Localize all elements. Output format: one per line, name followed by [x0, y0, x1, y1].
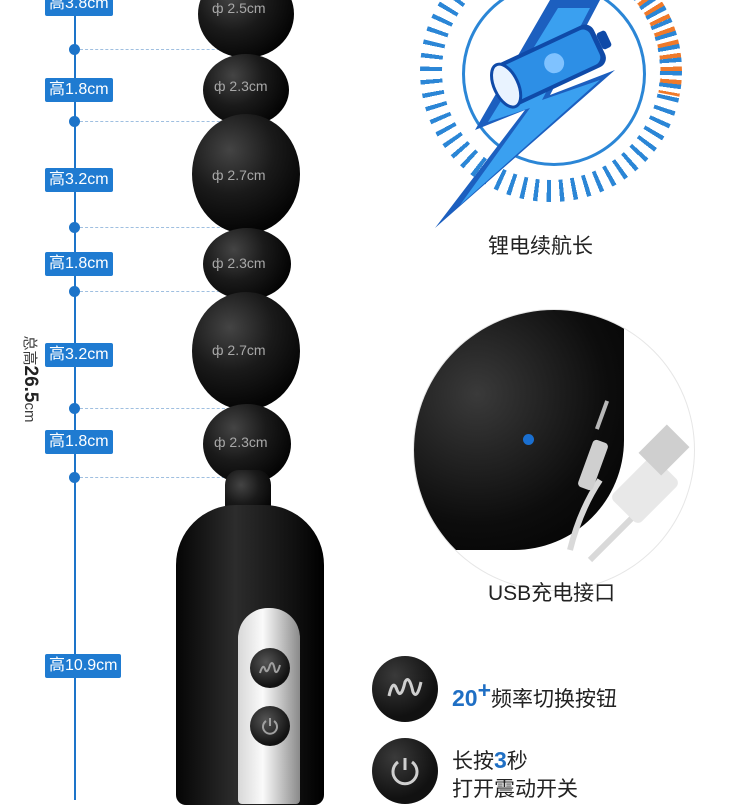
height-label: 高3.2cm [45, 168, 113, 192]
battery-icon [490, 24, 612, 109]
height-label: 高3.8cm [45, 0, 113, 16]
modes-plus: + [477, 677, 492, 703]
power-feature: 长按3秒 打开震动开关 [452, 746, 578, 804]
total-height-prefix: 总高 [21, 335, 38, 366]
total-height-value: 26.5 [20, 365, 41, 403]
dimension-guide [80, 408, 240, 409]
height-label: 高1.8cm [45, 252, 113, 276]
dimension-guide [80, 227, 240, 228]
bead-diameter: ф 2.7cm [212, 342, 266, 358]
power-line-1: 长按3秒 [452, 746, 578, 776]
battery-caption: 锂电续航长 [488, 235, 593, 258]
bead-5 [192, 292, 300, 410]
modes-number: 20 [452, 685, 478, 711]
usb-plug-icon [567, 400, 690, 563]
dimension-guide [80, 121, 240, 122]
power-feature-icon [372, 738, 438, 804]
dimension-guide [80, 477, 240, 478]
modes-feature: 20+频率切换按钮 [452, 676, 617, 714]
usb-caption: USB充电接口 [488, 582, 616, 605]
bead-diameter: ф 2.3cm [214, 78, 268, 94]
product-closeup [414, 310, 624, 550]
wave-feature-icon [372, 656, 438, 722]
power-prefix: 长按 [452, 750, 494, 773]
modes-text: 频率切换按钮 [491, 688, 618, 711]
dimension-tick [69, 286, 80, 297]
bead-diameter: ф 2.3cm [214, 434, 268, 450]
bead-3 [192, 114, 300, 234]
dimension-tick [69, 403, 80, 414]
dimension-guide [80, 49, 240, 50]
wave-icon[interactable] [250, 648, 290, 688]
led-indicator [523, 434, 534, 445]
height-label: 高10.9cm [45, 654, 122, 678]
power-line-2: 打开震动开关 [452, 778, 578, 801]
total-height-unit: cm [21, 402, 38, 423]
height-label: 高1.8cm [45, 78, 113, 102]
power-suffix: 秒 [506, 750, 528, 773]
total-height: 总高26.5cm [14, 312, 44, 442]
dimension-tick [69, 44, 80, 55]
height-label: 高1.8cm [45, 430, 113, 454]
dimension-line [74, 0, 76, 600]
bead-diameter: ф 2.7cm [212, 167, 266, 183]
power-icon[interactable] [250, 706, 290, 746]
dimension-tick [69, 472, 80, 483]
dimension-tick [69, 222, 80, 233]
power-seconds: 3 [494, 747, 507, 773]
bead-diameter: ф 2.5cm [212, 0, 266, 16]
dimension-line-lower [74, 600, 76, 800]
dimension-tick [69, 116, 80, 127]
dimension-guide [80, 291, 240, 292]
bead-4 [203, 228, 291, 300]
bead-diameter: ф 2.3cm [212, 255, 266, 271]
total-height-text: 总高26.5cm [19, 319, 41, 439]
height-label: 高3.2cm [45, 343, 113, 367]
